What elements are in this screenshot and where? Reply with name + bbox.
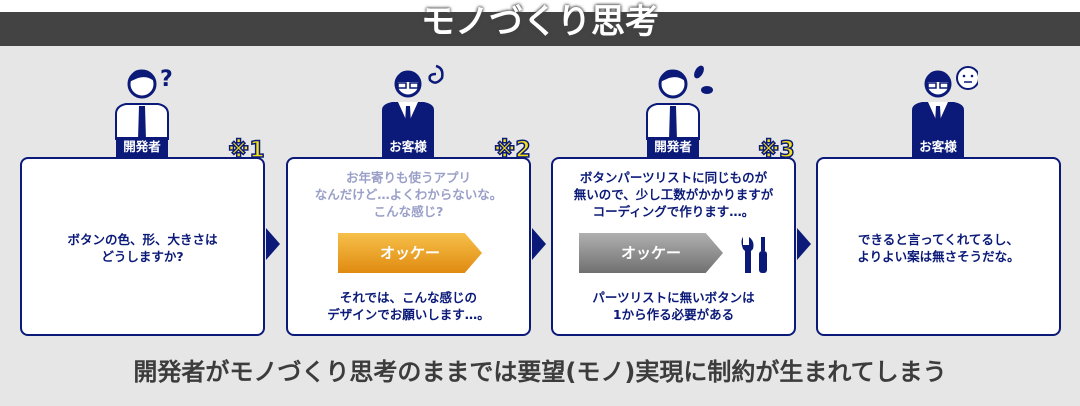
text-line: 無いので、少し工数がかかりますが [573, 187, 774, 202]
text-line: お年寄りも使うアプリ [345, 170, 471, 185]
text-line: パーツリストに無いボタンは [592, 290, 755, 305]
text-line: こんな感じ? [373, 204, 444, 219]
page-title: モノづくり思考 [421, 2, 659, 42]
quote-text: ボタンパーツリストに同じものが無いので、少し工数がかかりますがコーディングで作り… [553, 169, 794, 220]
quote-text: お年寄りも使うアプリなんだけど…よくわからないな。こんな感じ? [288, 169, 529, 220]
title-bar [0, 12, 1080, 46]
developer-figure: ? 開発者 [102, 62, 182, 158]
role-label: 開発者 [116, 137, 168, 157]
ok-button-orange[interactable]: オッケー [338, 233, 482, 273]
arrow-right-icon [266, 228, 280, 260]
text-line: それでは、こんな感じの [339, 290, 478, 305]
card-text: できると言ってくれてるし、よりよい案は無さそうだな。 [818, 231, 1059, 265]
text-line: コーディングで作ります…。 [592, 204, 755, 219]
step-card: お年寄りも使うアプリなんだけど…よくわからないな。こんな感じ? オッケー それで… [286, 157, 531, 336]
arrow-right-icon [532, 228, 546, 260]
role-label: お客様 [382, 137, 434, 157]
sweat-icon [694, 65, 713, 94]
developer-icon [646, 65, 713, 141]
developer-figure: 開発者 [633, 62, 713, 158]
text-line: デザインでお願いします…。 [327, 307, 490, 322]
text-line: できると言ってくれてるし、 [858, 232, 1019, 247]
confused-swirl-icon [428, 64, 444, 84]
text-line: ボタンパーツリストに同じものが [579, 170, 768, 185]
customer-figure: お客様 [898, 62, 980, 158]
customer-icon [912, 66, 980, 140]
text-line: どうしますか? [101, 249, 184, 264]
text-line: ボタンの色、形、大きさは [67, 232, 218, 247]
text-line: 1から作る必要がある [612, 307, 735, 322]
step-card: ボタンの色、形、大きさはどうしますか? [20, 157, 265, 336]
customer-figure: お客様 [368, 62, 448, 158]
neutral-face-icon [956, 66, 980, 90]
question-icon: ? [160, 67, 173, 92]
tools-icon [741, 237, 767, 273]
text-line: よりよい案は無さそうだな。 [857, 249, 1020, 264]
developer-icon: ? [115, 67, 173, 141]
arrow-right-icon [797, 228, 811, 260]
role-label: お客様 [912, 137, 964, 157]
customer-icon [382, 64, 444, 140]
card-text: それでは、こんな感じのデザインでお願いします…。 [288, 289, 529, 323]
text-line: なんだけど…よくわからないな。 [314, 187, 503, 202]
step-card: できると言ってくれてるし、よりよい案は無さそうだな。 [816, 157, 1061, 336]
role-label: 開発者 [647, 137, 699, 157]
footer-caption: 開発者がモノづくり思考のままでは要望(モノ)実現に制約が生まれてしまう [133, 358, 947, 386]
card-text: ボタンの色、形、大きさはどうしますか? [22, 231, 263, 265]
ok-button-gray[interactable]: オッケー [579, 233, 723, 273]
step-card: ボタンパーツリストに同じものが無いので、少し工数がかかりますがコーディングで作り… [551, 157, 796, 336]
card-text: パーツリストに無いボタンは 1から作る必要がある [553, 289, 794, 323]
